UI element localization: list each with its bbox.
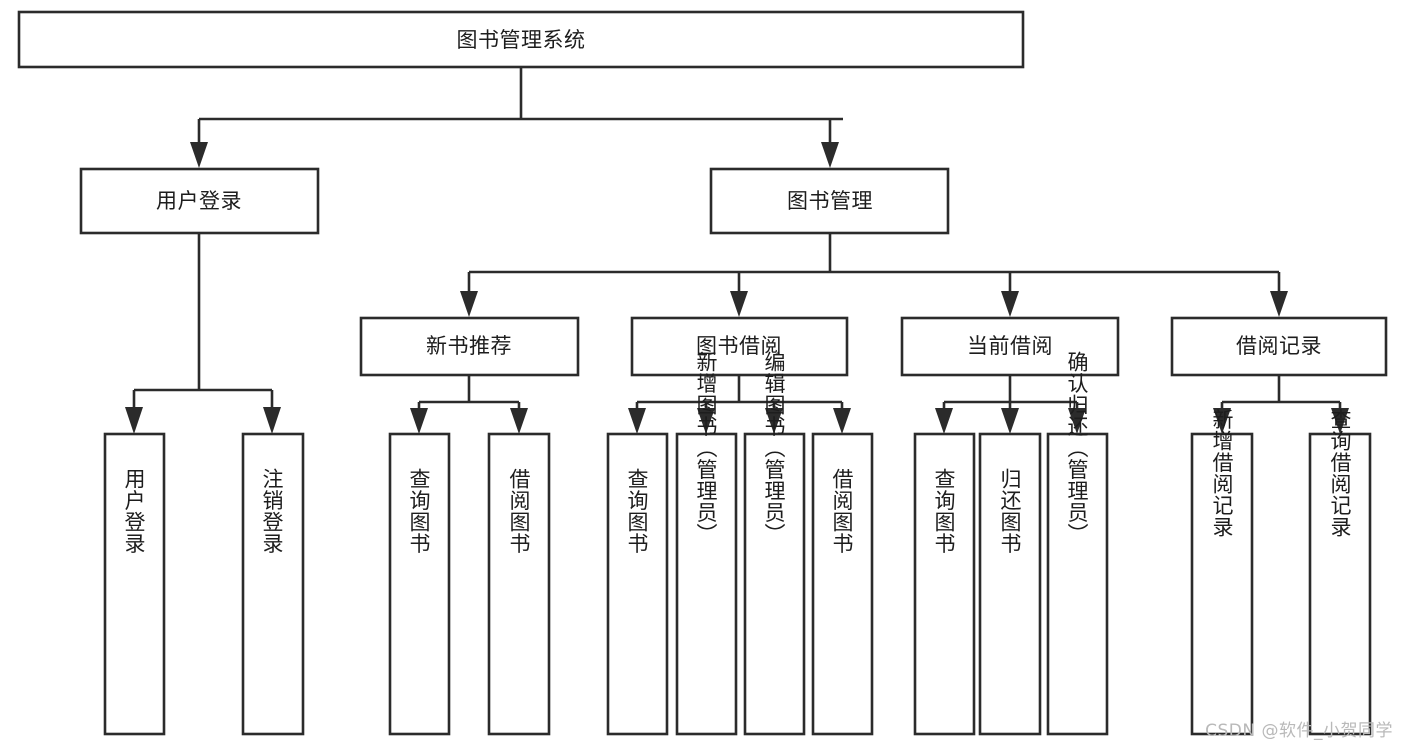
node-book-borrow-label: 图书借阅 (696, 334, 782, 358)
node-leaf-add-book-label: 新增图书（管理员） (694, 351, 718, 545)
node-borrow-record[interactable]: 借阅记录 (1170, 316, 1388, 377)
node-leaf-user-login-label: 用户登录 (122, 468, 146, 554)
node-book-manage-label: 图书管理 (787, 189, 873, 213)
arrow-head-leaf-user-login (125, 407, 143, 434)
node-leaf-query-book-1[interactable]: 查询图书 (388, 432, 451, 736)
node-current-borrow[interactable]: 当前借阅 (900, 316, 1120, 377)
node-root-system-label: 图书管理系统 (457, 28, 586, 52)
node-root-system-box (17, 10, 1025, 69)
node-leaf-query-book-2-box (606, 432, 669, 736)
node-leaf-query-book-2[interactable]: 查询图书 (606, 432, 669, 736)
node-user-login-label: 用户登录 (156, 189, 242, 213)
node-leaf-borrow-book-2-label: 借阅图书 (830, 468, 854, 554)
connector-group-new-book-recommend (410, 375, 528, 434)
node-current-borrow-label: 当前借阅 (967, 334, 1053, 358)
node-book-manage-box (709, 167, 950, 235)
arrow-head-leaf-query-book-3 (935, 408, 953, 434)
node-new-book-recommend-box (359, 316, 580, 377)
node-leaf-query-book-1-box (388, 432, 451, 736)
node-root-system[interactable]: 图书管理系统 (17, 10, 1025, 69)
node-leaf-query-record[interactable]: 查询借阅记录 (1308, 409, 1372, 736)
node-leaf-return-book-box (978, 432, 1042, 736)
node-leaf-borrow-book-1-label: 借阅图书 (507, 468, 531, 554)
node-leaf-edit-book-label: 编辑图书（管理员） (762, 351, 786, 545)
node-book-borrow-box (630, 316, 849, 377)
arrow-head-new-book-recommend (460, 291, 478, 317)
node-leaf-add-record[interactable]: 新增借阅记录 (1190, 409, 1254, 736)
arrow-head-current-borrow (1001, 291, 1019, 317)
node-leaf-borrow-book-1-box (487, 432, 551, 736)
arrow-head-leaf-borrow-book-2 (833, 408, 851, 434)
node-leaf-add-record-box (1190, 432, 1254, 736)
node-leaf-confirm-return-box (1046, 432, 1109, 736)
arrow-head-leaf-add-record (1213, 408, 1231, 434)
connector-group-book-manage (460, 233, 1288, 317)
node-leaf-query-book-3-box (913, 432, 976, 736)
connector-group-current-borrow (935, 375, 1086, 434)
node-leaf-edit-book[interactable]: 编辑图书（管理员） (743, 351, 806, 736)
connector-group-borrow-record (1213, 375, 1349, 434)
arrow-head-leaf-add-book (697, 408, 715, 434)
arrow-head-leaf-logout-login (263, 407, 281, 434)
arrow-head-leaf-query-book-1 (410, 408, 428, 434)
node-new-book-recommend-label: 新书推荐 (426, 334, 512, 358)
node-leaf-query-book-3-label: 查询图书 (932, 468, 956, 554)
node-leaf-add-book[interactable]: 新增图书（管理员） (675, 351, 738, 736)
arrow-head-book-borrow (730, 291, 748, 317)
node-leaf-logout-login[interactable]: 注销登录 (241, 432, 305, 736)
connector-group-root (190, 68, 843, 168)
node-current-borrow-box (900, 316, 1120, 377)
node-leaf-edit-book-box (743, 432, 806, 736)
node-leaf-query-book-1-label: 查询图书 (407, 468, 431, 554)
arrow-head-leaf-borrow-book-1 (510, 408, 528, 434)
node-new-book-recommend[interactable]: 新书推荐 (359, 316, 580, 377)
node-leaf-query-record-label: 查询借阅记录 (1328, 409, 1352, 538)
arrow-head-leaf-edit-book (765, 408, 783, 434)
node-borrow-record-label: 借阅记录 (1236, 334, 1322, 358)
node-borrow-record-box (1170, 316, 1388, 377)
node-leaf-query-book-3[interactable]: 查询图书 (913, 432, 976, 736)
node-leaf-logout-login-label: 注销登录 (260, 468, 284, 554)
node-leaf-add-record-label: 新增借阅记录 (1210, 409, 1234, 538)
node-book-manage[interactable]: 图书管理 (709, 167, 950, 235)
arrow-head-leaf-confirm-return (1068, 408, 1086, 434)
connector-group-book-borrow (628, 375, 851, 434)
arrow-head-leaf-query-record (1331, 408, 1349, 434)
csdn-watermark: CSDN @软件_小贺同学 (1205, 721, 1393, 741)
node-leaf-user-login-box (103, 432, 166, 736)
connector-group-user-login (125, 233, 281, 434)
node-leaf-return-book[interactable]: 归还图书 (978, 432, 1042, 736)
node-leaf-return-book-label: 归还图书 (998, 468, 1022, 554)
node-leaf-borrow-book-1[interactable]: 借阅图书 (487, 432, 551, 736)
arrow-head-borrow-record (1270, 291, 1288, 317)
node-leaf-borrow-book-2-box (811, 432, 874, 736)
node-leaf-confirm-return-label: 确认归还（管理员） (1065, 351, 1089, 545)
node-leaf-confirm-return[interactable]: 确认归还（管理员） (1046, 351, 1109, 736)
node-leaf-user-login[interactable]: 用户登录 (103, 432, 166, 736)
node-user-login-box (79, 167, 320, 235)
node-leaf-borrow-book-2[interactable]: 借阅图书 (811, 432, 874, 736)
node-leaf-logout-login-box (241, 432, 305, 736)
arrow-head-book-manage (821, 142, 839, 168)
node-leaf-add-book-box (675, 432, 738, 736)
arrow-head-leaf-query-book-2 (628, 408, 646, 434)
node-leaf-query-record-box (1308, 432, 1372, 736)
node-leaf-query-book-2-label: 查询图书 (625, 468, 649, 554)
arrow-head-leaf-return-book (1001, 408, 1019, 434)
node-user-login[interactable]: 用户登录 (79, 167, 320, 235)
node-book-borrow[interactable]: 图书借阅 (630, 316, 849, 377)
arrow-head-user-login (190, 142, 208, 168)
